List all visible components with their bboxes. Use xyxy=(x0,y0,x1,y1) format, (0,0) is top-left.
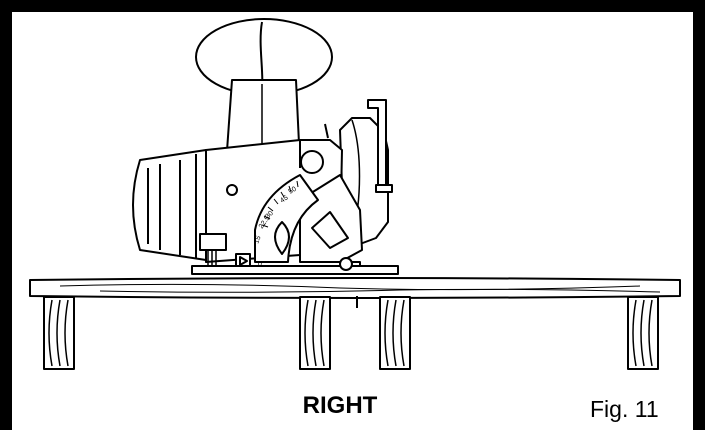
support-block xyxy=(43,296,75,370)
bevel-quadrant xyxy=(254,174,319,263)
bevel-lock-knob xyxy=(274,221,290,255)
support-block xyxy=(379,296,411,370)
support-block xyxy=(299,296,331,370)
scale-tick-50: 50 xyxy=(288,186,298,196)
adjust-screw xyxy=(199,233,227,266)
scale-tick-45: 45 xyxy=(279,194,289,204)
figure-caption: RIGHT xyxy=(302,392,378,419)
scale-tick-0: 0 xyxy=(258,261,262,268)
scale-tick-15: 15 xyxy=(253,235,262,245)
circular-saw-illustration xyxy=(29,18,681,370)
support-block xyxy=(627,296,659,370)
base-plate xyxy=(191,265,399,275)
figure-label: Fig. 11 xyxy=(590,396,659,422)
scale-tick-30: 30 xyxy=(264,210,275,221)
bevel-slot xyxy=(311,211,349,249)
quadrant-ticks xyxy=(261,180,299,228)
motor-housing xyxy=(132,149,207,261)
